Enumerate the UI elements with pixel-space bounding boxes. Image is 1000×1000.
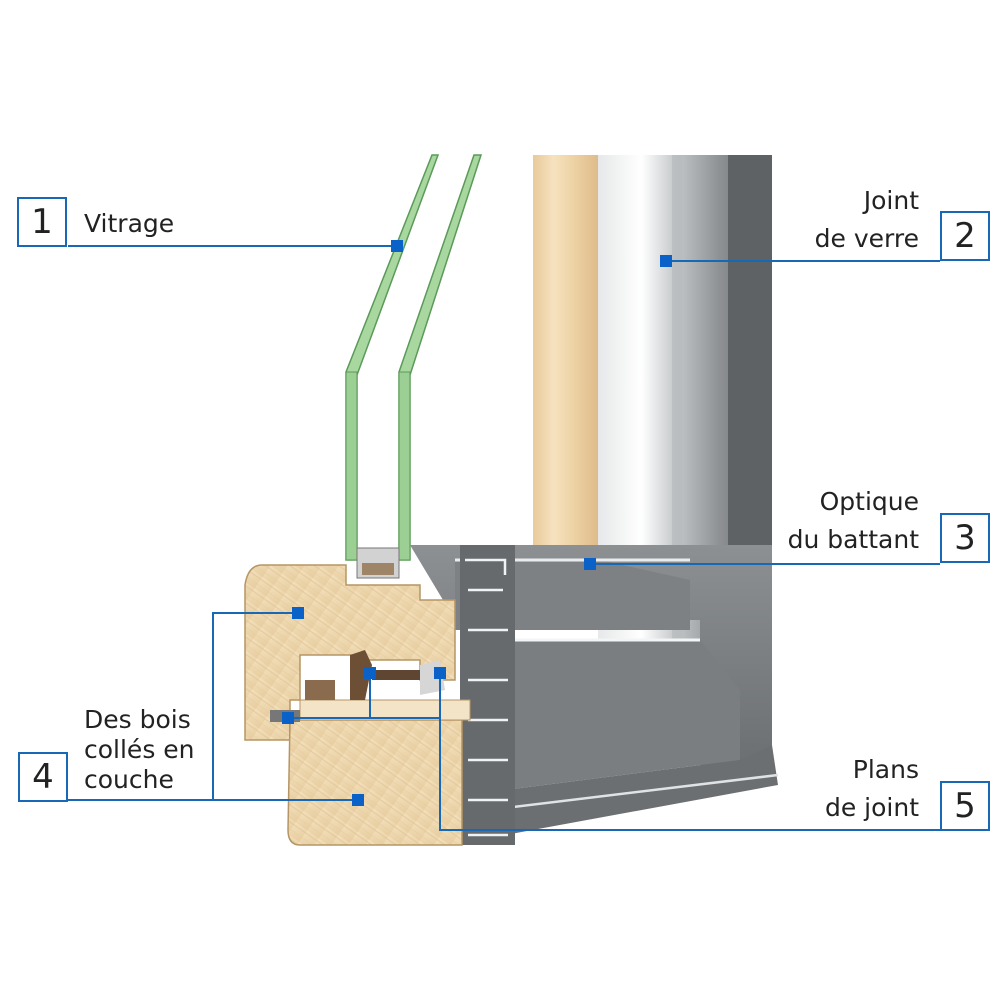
- callout-label-joint-de-verre: Joint de verre: [815, 186, 919, 254]
- marker-bois-upper: [292, 607, 304, 619]
- callout-1-line-1: Vitrage: [84, 209, 175, 238]
- marker-joint-de-verre: [660, 255, 672, 267]
- marker-joint-right: [434, 667, 446, 679]
- marker-joint-left: [282, 712, 294, 724]
- callout-2-line-2: de verre: [814, 224, 919, 253]
- callout-label-des-bois-colles: Des bois collés en couche: [84, 705, 195, 795]
- callout-label-vitrage: Vitrage: [84, 209, 174, 239]
- callout-number-2: 2: [940, 211, 990, 261]
- vertical-wood-face: [533, 155, 601, 560]
- callout-label-plans-de-joint: Plans de joint: [825, 755, 919, 823]
- callout-number-5: 5: [940, 781, 990, 831]
- callout-leaders: [68, 245, 940, 831]
- horizontal-aluminium-profile: [410, 545, 779, 845]
- glazing-bead-seal: [350, 650, 372, 700]
- callout-number-1: 1: [17, 197, 67, 247]
- leader-4a: [68, 612, 298, 801]
- callout-3-line-1: Optique: [819, 487, 919, 516]
- marker-joint-mid: [364, 667, 376, 679]
- callout-5-line-1: Plans: [852, 755, 919, 784]
- glass-pane-outer: [345, 154, 440, 561]
- glazing: [345, 154, 483, 579]
- callout-markers: [282, 240, 672, 806]
- callout-number-3: 3: [940, 513, 990, 563]
- leader-5b: [369, 673, 440, 719]
- callout-4-line-2: collés en: [84, 735, 195, 764]
- callout-4-line-1: Des bois: [84, 705, 191, 734]
- marker-bois-lower: [352, 794, 364, 806]
- callout-2-line-1: Joint: [863, 186, 919, 215]
- callout-4-line-3: couche: [84, 765, 174, 794]
- callout-number-4: 4: [18, 752, 68, 802]
- leader-5c: [439, 673, 940, 831]
- callout-label-optique-du-battant: Optique du battant: [788, 487, 919, 555]
- laminated-wood-section: [244, 564, 471, 846]
- marker-optique-du-battant: [584, 558, 596, 570]
- lower-wood-layer: [287, 719, 463, 846]
- callout-5-line-2: de joint: [824, 793, 919, 822]
- callout-3-line-2: du battant: [787, 525, 919, 554]
- marker-vitrage: [391, 240, 403, 252]
